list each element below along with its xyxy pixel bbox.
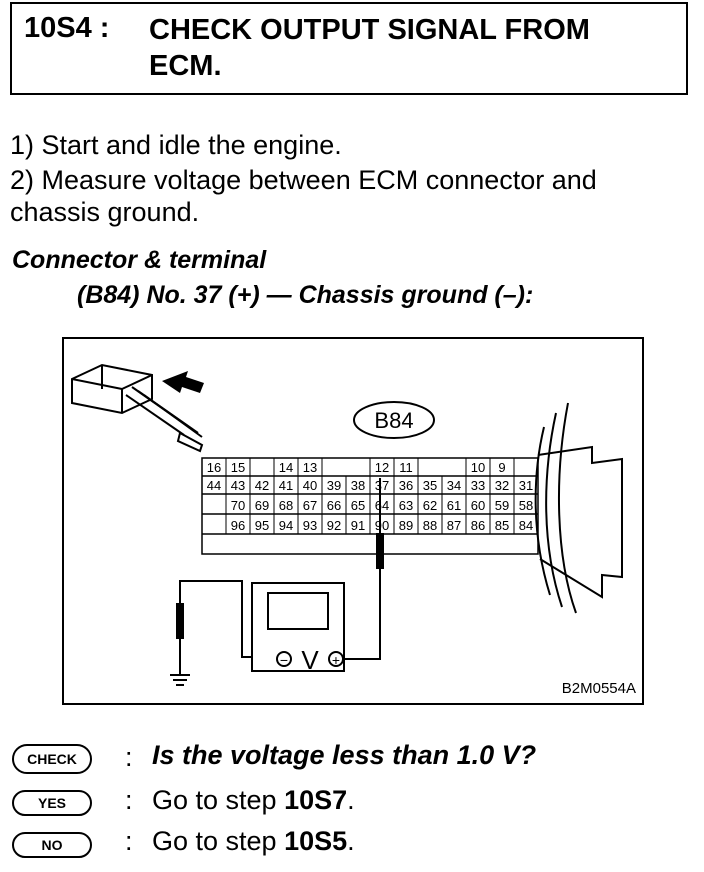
terminal-number: 89 bbox=[399, 518, 413, 533]
terminal-number: 59 bbox=[495, 498, 509, 513]
figure-code: B2M0554A bbox=[562, 680, 636, 697]
terminal-number: 96 bbox=[231, 518, 245, 533]
terminal-number: 44 bbox=[207, 478, 221, 493]
terminal-number: 84 bbox=[519, 518, 533, 533]
terminal-number: 32 bbox=[495, 478, 509, 493]
terminal-number: 37 bbox=[375, 478, 389, 493]
terminal-number: 93 bbox=[303, 518, 317, 533]
terminal-number: 9 bbox=[498, 460, 505, 475]
no-step-link[interactable]: 10S5 bbox=[284, 826, 348, 856]
yes-step-link[interactable]: 10S7 bbox=[284, 785, 348, 815]
terminal-number: 62 bbox=[423, 498, 437, 513]
yes-answer: Go to step 10S7. bbox=[152, 785, 355, 816]
terminal-number: 85 bbox=[495, 518, 509, 533]
meter-plus-symbol: + bbox=[332, 652, 340, 668]
terminal-number: 67 bbox=[303, 498, 317, 513]
terminal-cell bbox=[513, 513, 539, 535]
yes-prefix: Go to step bbox=[152, 785, 285, 815]
terminal-number: 14 bbox=[279, 460, 293, 475]
terminal-number: 65 bbox=[351, 498, 365, 513]
terminal-number: 40 bbox=[303, 478, 317, 493]
terminal-number: 34 bbox=[447, 478, 461, 493]
terminal-number: 35 bbox=[423, 478, 437, 493]
step-id: 10S4 : bbox=[24, 12, 110, 44]
positive-probe bbox=[376, 533, 384, 569]
connector-id-label: B84 bbox=[374, 408, 413, 433]
terminal-number: 64 bbox=[375, 498, 389, 513]
yes-badge: YES bbox=[12, 790, 92, 816]
terminal-number: 87 bbox=[447, 518, 461, 533]
step-title-line1: CHECK OUTPUT SIGNAL FROM bbox=[149, 14, 590, 46]
insert-arrow-icon bbox=[162, 371, 204, 393]
terminal-number: 86 bbox=[471, 518, 485, 533]
check-colon: : bbox=[125, 742, 133, 772]
negative-lead bbox=[179, 580, 252, 658]
step-title-line2: ECM. bbox=[149, 50, 222, 82]
connector-thumbnail-icon bbox=[71, 363, 204, 453]
terminal-number: 58 bbox=[519, 498, 533, 513]
connector-id-ellipse bbox=[353, 401, 435, 439]
terminal-number: 95 bbox=[255, 518, 269, 533]
terminal-number: 33 bbox=[471, 478, 485, 493]
terminal-number: 60 bbox=[471, 498, 485, 513]
terminal-number: 36 bbox=[399, 478, 413, 493]
terminal-number: 31 bbox=[519, 478, 533, 493]
connector-terminal-heading: Connector & terminal bbox=[12, 246, 267, 274]
terminal-number: 94 bbox=[279, 518, 293, 533]
connector-terminal-spec: (B84) No. 37 (+) — Chassis ground (–): bbox=[77, 281, 534, 309]
meter-minus-symbol: − bbox=[280, 652, 288, 668]
terminal-number: 11 bbox=[399, 460, 413, 475]
terminal-number: 16 bbox=[207, 460, 221, 475]
step-title: CHECK OUTPUT SIGNAL FROM ECM. bbox=[149, 12, 669, 84]
terminal-number: 15 bbox=[231, 460, 245, 475]
no-period: . bbox=[347, 826, 355, 856]
terminal-number: 88 bbox=[423, 518, 437, 533]
positive-lead bbox=[344, 567, 381, 660]
terminal-number: 10 bbox=[471, 460, 485, 475]
instruction-1: 1) Start and idle the engine. bbox=[10, 130, 342, 160]
terminal-number: 42 bbox=[255, 478, 269, 493]
ground-icon bbox=[170, 674, 190, 686]
negative-probe bbox=[176, 603, 184, 639]
yes-period: . bbox=[347, 785, 355, 815]
terminal-number: 66 bbox=[327, 498, 341, 513]
terminal-number: 63 bbox=[399, 498, 413, 513]
step-header-box: 10S4 : CHECK OUTPUT SIGNAL FROM ECM. bbox=[10, 2, 688, 95]
meter-v-label: V bbox=[301, 645, 319, 675]
terminal-number: 39 bbox=[327, 478, 341, 493]
terminal-number: 41 bbox=[279, 478, 293, 493]
terminal-number: 43 bbox=[231, 478, 245, 493]
terminal-number: 13 bbox=[303, 460, 317, 475]
harness-body bbox=[534, 402, 623, 614]
terminal-number: 92 bbox=[327, 518, 341, 533]
no-answer: Go to step 10S5. bbox=[152, 826, 355, 857]
terminal-number: 68 bbox=[279, 498, 293, 513]
instruction-2: 2) Measure voltage between ECM connector… bbox=[10, 165, 597, 195]
terminal-number: 69 bbox=[255, 498, 269, 513]
terminal-number: 61 bbox=[447, 498, 461, 513]
no-badge: NO bbox=[12, 832, 92, 858]
check-question: Is the voltage less than 1.0 V? bbox=[152, 740, 537, 770]
terminal-number: 70 bbox=[231, 498, 245, 513]
voltmeter-icon bbox=[251, 582, 345, 672]
no-prefix: Go to step bbox=[152, 826, 285, 856]
terminal-number: 38 bbox=[351, 478, 365, 493]
terminal-number: 12 bbox=[375, 460, 389, 475]
terminal-cells: 16 15 14 13 12 11 10 9 44 43 42 41 40 39 38 37 36 35 34 33 3… bbox=[201, 457, 539, 535]
instruction-2-cont: chassis ground. bbox=[10, 197, 200, 227]
check-badge: CHECK bbox=[12, 744, 92, 774]
wiring-diagram: B84 16 15 14 13 12 11 10 9 44 43 42 41 40 39 38 37 36 35 3… bbox=[62, 337, 644, 705]
terminal-number: 90 bbox=[375, 518, 389, 533]
terminal-number: 91 bbox=[351, 518, 365, 533]
no-colon: : bbox=[125, 826, 133, 856]
yes-colon: : bbox=[125, 785, 133, 815]
